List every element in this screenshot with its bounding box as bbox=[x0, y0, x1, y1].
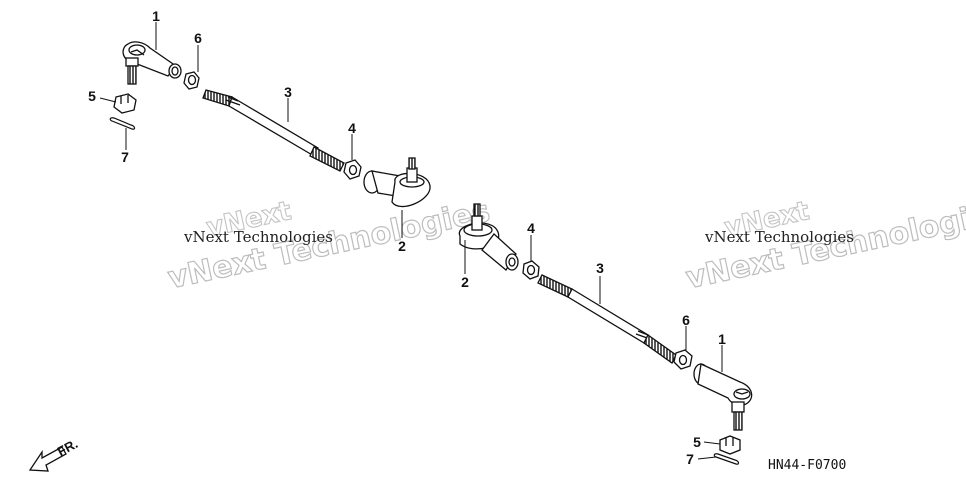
callout-right-3: 3 bbox=[596, 260, 604, 276]
watermark-text-right: vNext Technologies bbox=[705, 228, 855, 246]
callout-right-1: 1 bbox=[718, 331, 726, 347]
right-castle-nut bbox=[719, 435, 741, 455]
right-tie-rod-end bbox=[693, 363, 753, 431]
left-ball-joint bbox=[363, 157, 431, 208]
right-lock-nut-2 bbox=[673, 349, 693, 370]
left-castle-nut bbox=[113, 93, 137, 114]
left-lock-nut-2 bbox=[343, 159, 362, 180]
callout-left-5: 5 bbox=[88, 88, 96, 104]
callout-right-6: 6 bbox=[682, 312, 690, 328]
callout-left-4: 4 bbox=[348, 120, 356, 136]
right-lock-nut bbox=[522, 260, 540, 280]
watermark-text-left: vNext Technologies bbox=[184, 228, 334, 246]
left-cotter-pin bbox=[109, 117, 136, 130]
callout-left-6: 6 bbox=[194, 30, 202, 46]
callout-left-2: 2 bbox=[398, 238, 406, 254]
left-lock-nut bbox=[183, 71, 200, 90]
right-tie-rod bbox=[537, 274, 677, 364]
right-ball-joint bbox=[458, 203, 519, 271]
callout-left-3: 3 bbox=[284, 84, 292, 100]
callout-right-5: 5 bbox=[693, 434, 701, 450]
callout-right-4: 4 bbox=[527, 220, 535, 236]
left-tie-rod bbox=[202, 89, 345, 172]
left-tie-rod-end bbox=[122, 41, 182, 85]
leader-lines bbox=[99, 22, 723, 460]
right-cotter-pin bbox=[713, 453, 740, 465]
callout-right-7: 7 bbox=[686, 451, 694, 467]
callout-right-2: 2 bbox=[461, 274, 469, 290]
front-direction-arrow bbox=[28, 446, 67, 472]
callout-left-1: 1 bbox=[152, 8, 160, 24]
callout-left-7: 7 bbox=[121, 149, 129, 165]
diagram-code: HN44-F0700 bbox=[768, 458, 847, 473]
